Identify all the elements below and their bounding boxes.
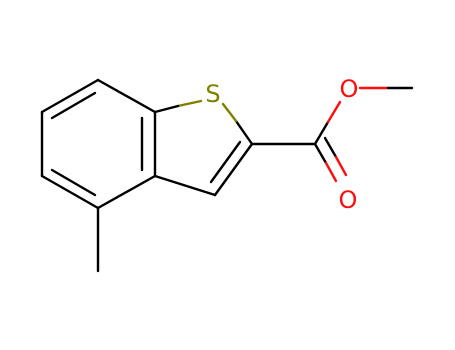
bond-c2-s-olive	[221, 102, 238, 123]
atom-ester-oxygen: O	[340, 75, 359, 103]
bond-carbonyl-o-single-dark	[313, 120, 330, 146]
bond-carbonyl-double-a-dark	[313, 142, 328, 165]
bond-s-c7a-olive	[176, 99, 203, 108]
bond-s-c7a-dark	[153, 104, 180, 114]
bond-c7-c6	[40, 78, 100, 114]
bond-c5-c4	[40, 174, 100, 210]
bond-carbonyl-double-a-red	[324, 161, 338, 183]
bond-carbonyl-o-single-red	[326, 100, 342, 124]
bond-c2-s-dark	[234, 119, 254, 146]
bond-c5-c4-inner	[50, 168, 97, 197]
atom-carbonyl-oxygen: O	[339, 186, 358, 214]
bond-carbonyl-double-b-red	[334, 155, 348, 177]
bond-c3-c2	[213, 142, 254, 197]
bond-c4-c3a	[96, 174, 157, 210]
bond-c6-c6-inner	[50, 91, 97, 120]
atom-sulfur: S	[205, 80, 220, 108]
bond-c3a-c3	[153, 174, 217, 197]
bond-c3-c2-inner	[209, 140, 242, 184]
bond-carbonyl-double-b-dark	[323, 136, 338, 159]
bond-c7a-c7	[96, 78, 157, 114]
